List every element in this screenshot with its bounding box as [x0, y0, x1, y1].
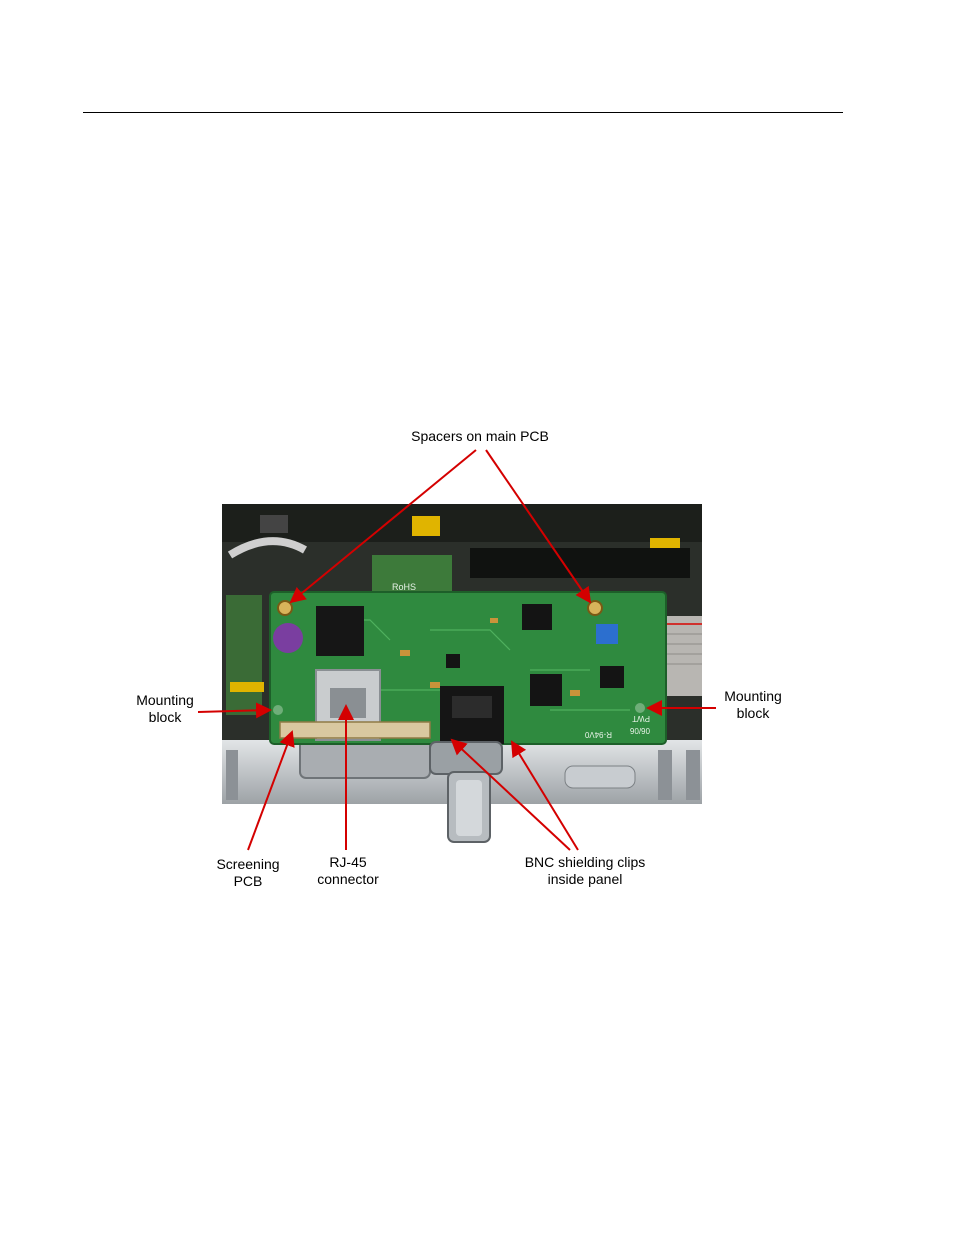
- pcb-figure: RoHS R-94V0 06/06 PWT Spacers on main PC…: [130, 420, 830, 900]
- board-date-marking: 06/06: [629, 726, 650, 735]
- bnc-connector: [429, 741, 503, 843]
- arrow-bnc-left: [450, 738, 571, 851]
- label-screening-pcb: Screening PCB: [216, 856, 280, 889]
- blue-jumper: [596, 624, 618, 644]
- label-mounting-right: Mounting block: [724, 688, 782, 721]
- label-mounting-left: Mounting block: [136, 692, 194, 725]
- rohs-marking: RoHS: [392, 582, 416, 592]
- mounting-hole-right: [635, 703, 645, 713]
- arrow-mount-left: [197, 702, 272, 719]
- arrow-screening: [247, 730, 295, 851]
- arrow-bnc-right: [510, 740, 579, 851]
- board-rating-marking: R-94V0: [584, 730, 612, 739]
- label-spacers: Spacers on main PCB: [411, 428, 549, 444]
- label-bnc-clips: BNC shielding clips inside panel: [524, 854, 646, 887]
- mounting-hole-left: [273, 705, 283, 715]
- pcb-photo-illustration: RoHS R-94V0 06/06 PWT: [197, 449, 716, 851]
- screening-pcb: [279, 721, 431, 739]
- purple-label: [273, 623, 303, 653]
- header-rule: [83, 112, 843, 113]
- label-rj45: RJ-45 connector: [317, 854, 379, 887]
- board-maker-marking: PWT: [632, 714, 650, 723]
- ethernet-pcb: RoHS R-94V0 06/06 PWT: [269, 582, 667, 745]
- spacer-left: [277, 600, 293, 616]
- magnetics-transformer: [316, 606, 364, 656]
- arrow-spacer-right: [485, 449, 592, 604]
- spacer-right: [587, 600, 603, 616]
- arrow-spacer-left: [289, 449, 477, 604]
